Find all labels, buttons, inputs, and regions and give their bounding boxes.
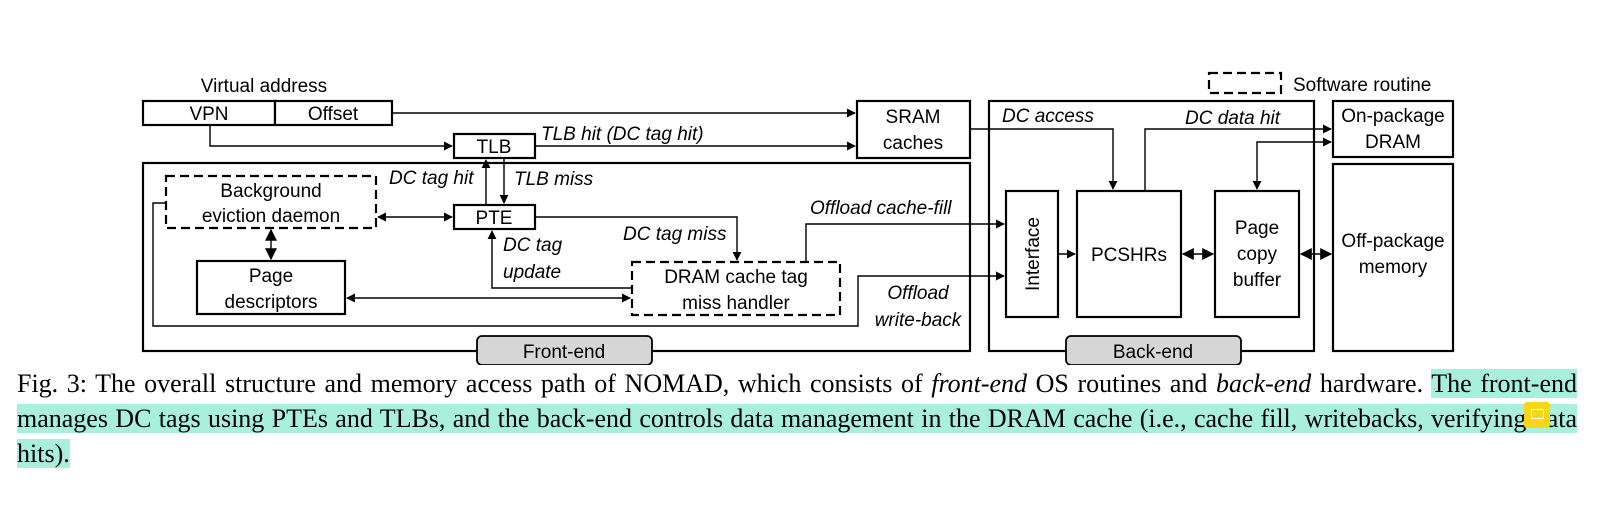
architecture-diagram: Software routine Virtual address VPN Off… [141,71,1455,366]
caption-middle: OS routines and [1027,369,1216,398]
arrow-offload-cache-fill [805,219,1005,262]
dc-access-label: DC access [1002,106,1094,127]
pte-label: PTE [476,208,513,229]
off-package-memory-box [1331,162,1455,353]
arrow-vpn-to-tlb [209,125,453,151]
figure-caption: Fig. 3: The overall structure and memory… [17,366,1577,471]
legend-dashed-box [1207,71,1283,95]
bg-daemon-label-1: Background [220,181,321,202]
page-copy-label-3: buffer [1233,270,1282,291]
offset-field [273,99,394,127]
page-descriptors-label-1: Page [249,266,293,287]
pcshrs-label: PCSHRs [1091,245,1167,266]
arrow-dc-data-hit [1144,124,1332,191]
page-copy-label-2: copy [1237,244,1278,265]
page-descriptors-label-2: descriptors [225,292,318,313]
on-package-label-2: DRAM [1365,132,1421,153]
dram-handler-label-1: DRAM cache tag [664,267,808,288]
caption-prefix: Fig. 3: The overall structure and memory… [17,369,932,398]
arrow-pte-to-handler [535,216,742,261]
pte-box [452,203,537,231]
back-end-label: Back-end [1113,342,1193,363]
on-package-label-1: On-package [1341,106,1445,127]
arrow-dc-access [970,128,1118,190]
caption-back-end: back-end [1215,369,1312,398]
sram-caches-label-1: SRAM [886,107,941,128]
front-end-label: Front-end [523,342,605,363]
arrow-handler-to-pte [487,230,632,289]
comment-icon[interactable] [1524,402,1550,428]
arrow-onpkg-page-copy [1252,137,1332,190]
vpn-label: VPN [189,104,228,125]
tlb-label: TLB [477,137,512,158]
dc-tag-hit-label: DC tag hit [389,168,474,189]
tlb-hit-label: TLB hit (DC tag hit) [541,124,704,145]
offload-write-back-label-2: write-back [875,310,963,331]
caption-front-end: front-end [931,369,1028,398]
off-package-label-1: Off-package [1341,231,1444,252]
caption-suffix: hardware. [1311,369,1432,398]
tlb-miss-label: TLB miss [514,169,594,190]
on-package-dram-box [1331,99,1455,159]
virtual-address-title: Virtual address [201,76,327,97]
offset-label: Offset [308,104,359,125]
dc-tag-miss-label: DC tag miss [623,224,727,245]
dc-tag-update-label-1: DC tag [503,235,563,256]
dram-handler-label-2: miss handler [682,293,790,314]
page-copy-label-1: Page [1235,218,1279,239]
offload-cache-fill-label: Offload cache-fill [810,198,952,219]
interface-label: Interface [1023,217,1044,291]
dc-tag-update-label-2: update [503,262,561,283]
background-eviction-daemon-box [164,174,378,230]
bg-daemon-label-2: eviction daemon [202,206,340,227]
page-copy-buffer-box [1213,189,1301,319]
sram-caches-label-2: caches [883,133,943,154]
dram-cache-tag-miss-handler-box [630,260,842,317]
legend-label: Software routine [1293,75,1431,96]
offload-write-back-label-1: Offload [887,283,950,304]
pcshrs-box [1075,189,1183,319]
dc-data-hit-label: DC data hit [1185,108,1281,129]
interface-box [1004,189,1060,319]
page-descriptors-box [195,259,347,316]
arrow-offload-write-back [152,202,1005,327]
off-package-label-2: memory [1359,257,1428,278]
